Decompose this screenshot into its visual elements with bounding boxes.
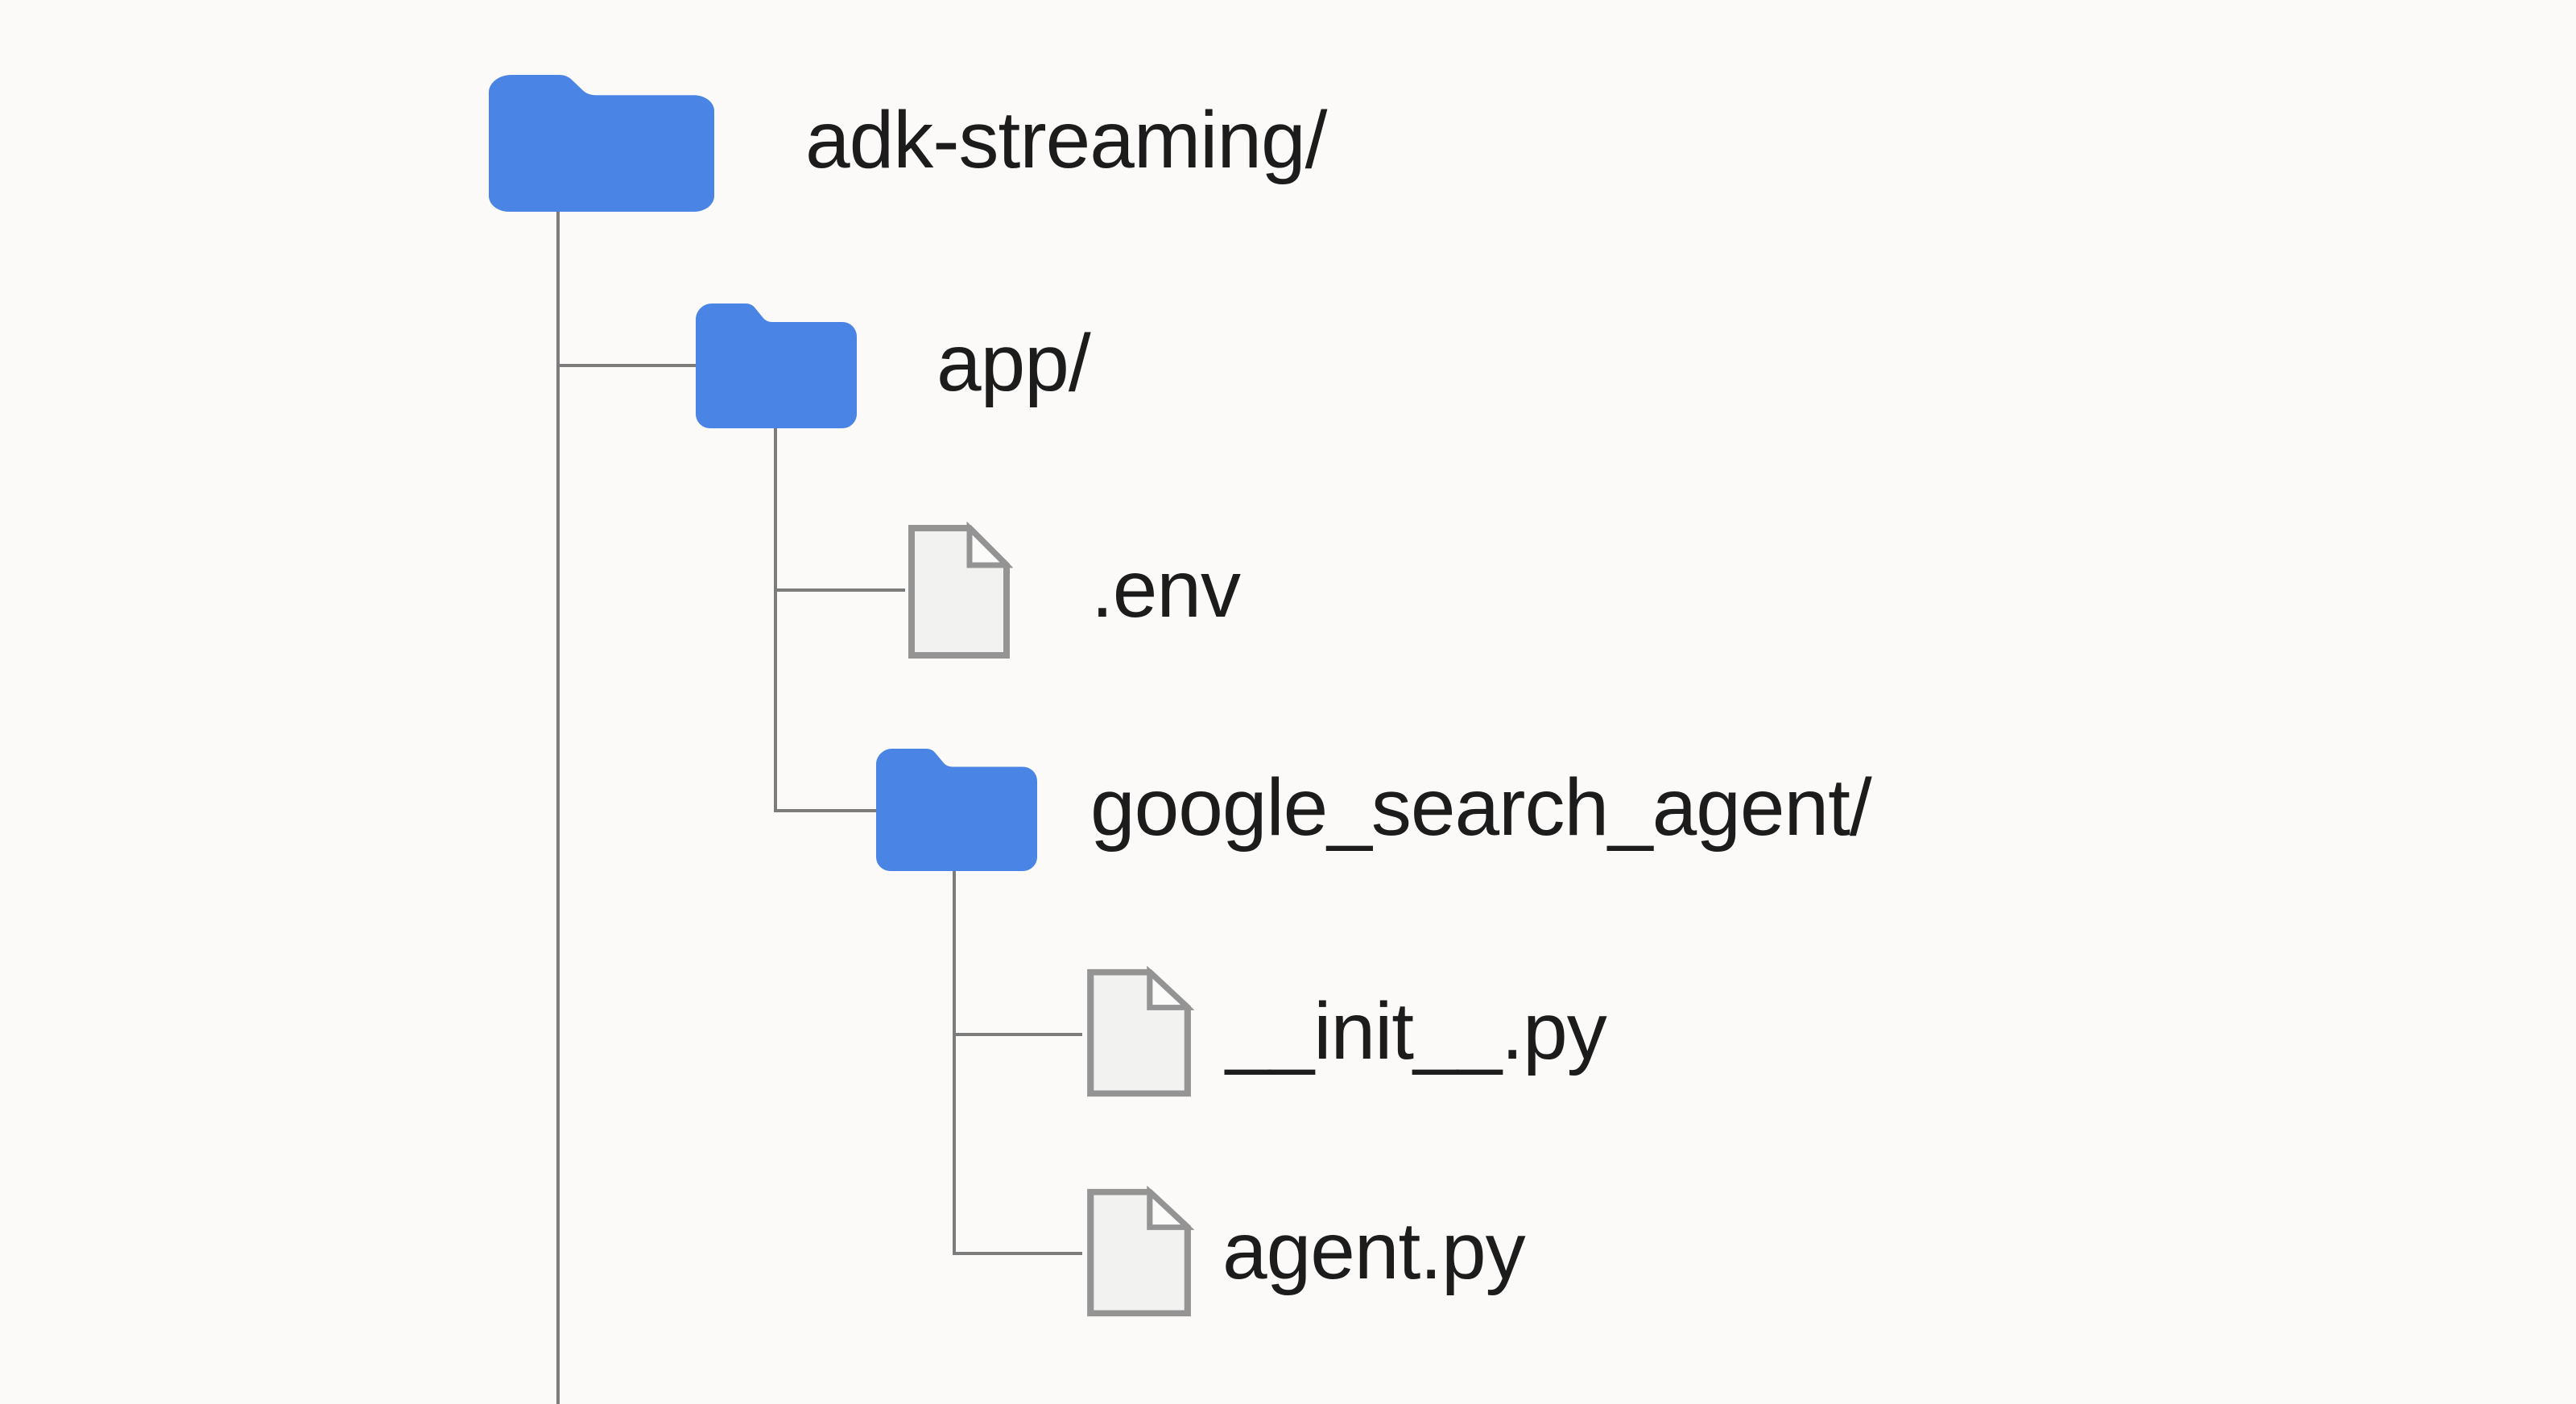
folder-icon <box>489 75 714 212</box>
folder-icon <box>696 304 857 428</box>
tree-node-label-google-search-agent: google_search_agent/ <box>1090 762 1872 853</box>
file-icon <box>1087 1186 1194 1317</box>
tree-node-label-app: app/ <box>937 318 1091 408</box>
connector-env-branch <box>774 588 905 592</box>
tree-node-label-init-py: __init__.py <box>1226 986 1607 1076</box>
folder-icon <box>876 749 1037 871</box>
connector-app-branch <box>556 364 697 367</box>
tree-node-label-adk-streaming: adk-streaming/ <box>805 95 1327 185</box>
connector-gsa-branch <box>774 809 878 812</box>
file-icon <box>908 522 1013 659</box>
connector-init-branch <box>953 1033 1082 1036</box>
tree-node-label-env: .env <box>1091 544 1241 634</box>
tree-node-label-agent-py: agent.py <box>1222 1206 1526 1296</box>
connector-app-trunk <box>774 428 777 812</box>
connector-agent-branch <box>953 1252 1082 1255</box>
connector-root-trunk <box>556 212 560 1404</box>
file-icon <box>1087 966 1194 1097</box>
connector-gsa-trunk <box>953 871 956 1255</box>
